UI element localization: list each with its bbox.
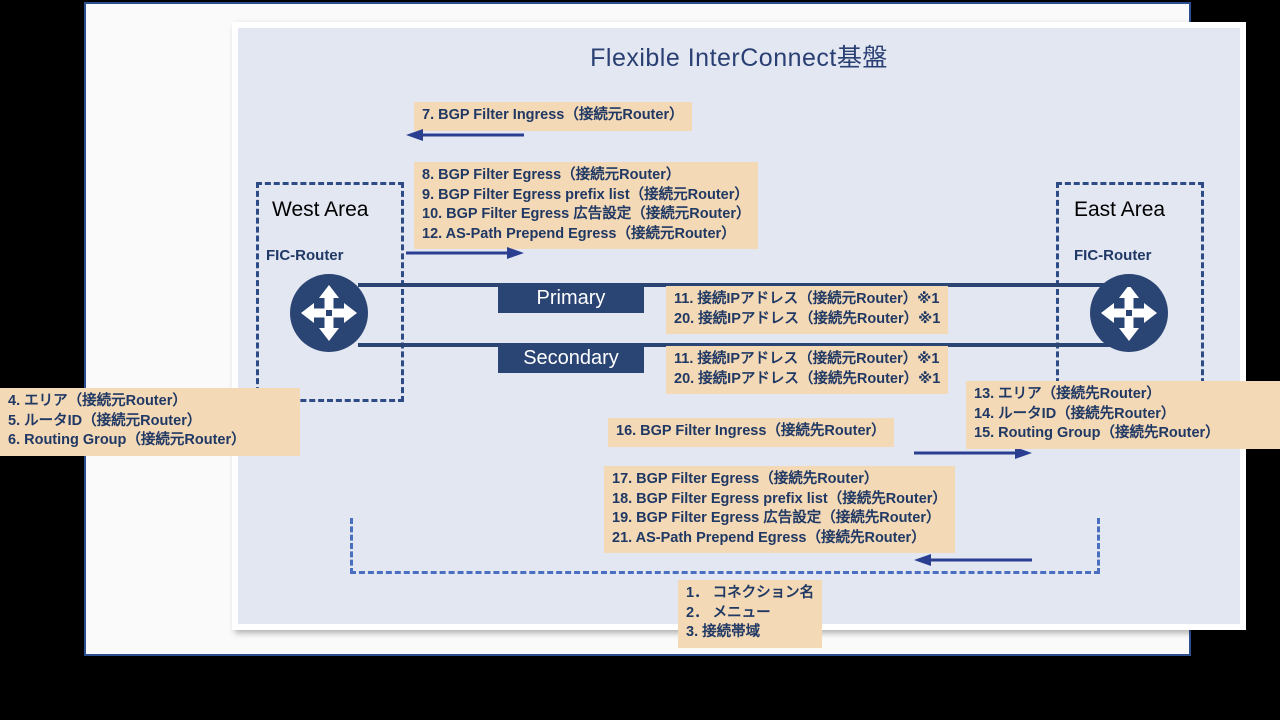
page-title: Flexible InterConnect基盤 [590,44,888,72]
slide-sheet: Flexible InterConnect基盤 West Area FIC-Ro… [84,2,1246,656]
primary-link-label: Primary [498,283,644,313]
arrow-right-icon [914,446,1032,460]
callout-line: 13. エリア（接続先Router） [974,386,1161,402]
callout-line: 5. ルータID（接続元Router） [8,412,202,429]
callout-bgp-filter-ingress-dest: 16. BGP Filter Ingress（接続先Router） [608,418,894,447]
arrow-left-icon [406,128,524,142]
arrow-right-icon [406,246,524,260]
diagram-panel: Flexible InterConnect基盤 West Area FIC-Ro… [232,22,1246,648]
callout-connection-info: 1． コネクション名 2． メニュー 3. 接続帯域 [678,580,823,648]
callout-line: 15. Routing Group（接続先Router） [974,425,1220,442]
callout-line: 6. Routing Group（接続元Router） [8,432,246,449]
callout-bgp-filter-egress-source: 8. BGP Filter Egress（接続元Router） 9. BGP F… [414,162,759,250]
callout-line: 19. BGP Filter Egress 広告設定（接続先Router） [612,510,941,527]
callout-line: 14. ルータID（接続先Router） [974,405,1176,422]
router-icon [1090,274,1168,352]
callout-line: 1． コネクション名 [686,585,815,601]
callout-ip-address-secondary: 11. 接続IPアドレス（接続元Router）※1 20. 接続IPアドレス（接… [666,346,949,395]
callout-line: 20. 接続IPアドレス（接続先Router）※1 [674,370,941,387]
connection-bracket [350,518,1100,574]
callout-line: 11. 接続IPアドレス（接続元Router）※1 [674,351,940,367]
callout-ip-address-primary: 11. 接続IPアドレス（接続元Router）※1 20. 接続IPアドレス（接… [666,286,949,335]
west-area-box [256,182,404,402]
callout-line: 21. AS-Path Prepend Egress（接続先Router） [612,529,926,546]
callout-line: 20. 接続IPアドレス（接続先Router）※1 [674,310,941,327]
primary-link-line [358,283,1138,287]
callout-line: 17. BGP Filter Egress（接続先Router） [612,471,879,487]
callout-line: 7. BGP Filter Ingress（接続元Router） [422,107,684,123]
east-area-title: East Area [1074,198,1166,221]
callout-line: 4. エリア（接続元Router） [8,393,187,409]
callout-bgp-filter-ingress-source: 7. BGP Filter Ingress（接続元Router） [414,102,692,131]
secondary-link-line [358,343,1138,347]
east-router-label: FIC-Router [1074,247,1152,264]
callout-line: 18. BGP Filter Egress prefix list（接続先Rou… [612,490,947,507]
callout-line: 10. BGP Filter Egress 広告設定（接続元Router） [422,206,751,223]
router-icon [290,274,368,352]
callout-line: 3. 接続帯域 [686,624,761,641]
arrow-left-icon [914,553,1032,567]
callout-line: 11. 接続IPアドレス（接続元Router）※1 [674,291,940,307]
callout-dest-router-attrs: 13. エリア（接続先Router） 14. ルータID（接続先Router） … [966,381,1280,449]
callout-line: 12. AS-Path Prepend Egress（接続元Router） [422,225,736,242]
callout-bgp-filter-egress-dest: 17. BGP Filter Egress（接続先Router） 18. BGP… [604,466,955,554]
callout-line: 9. BGP Filter Egress prefix list（接続元Rout… [422,186,749,203]
callout-line: 16. BGP Filter Ingress（接続先Router） [616,423,886,439]
callout-line: 2． メニュー [686,604,771,621]
west-router-label: FIC-Router [266,247,344,264]
callout-source-router-attrs: 4. エリア（接続元Router） 5. ルータID（接続元Router） 6.… [0,388,300,456]
callout-line: 8. BGP Filter Egress（接続元Router） [422,167,681,183]
secondary-link-label: Secondary [498,343,644,373]
west-area-title: West Area [272,198,369,221]
